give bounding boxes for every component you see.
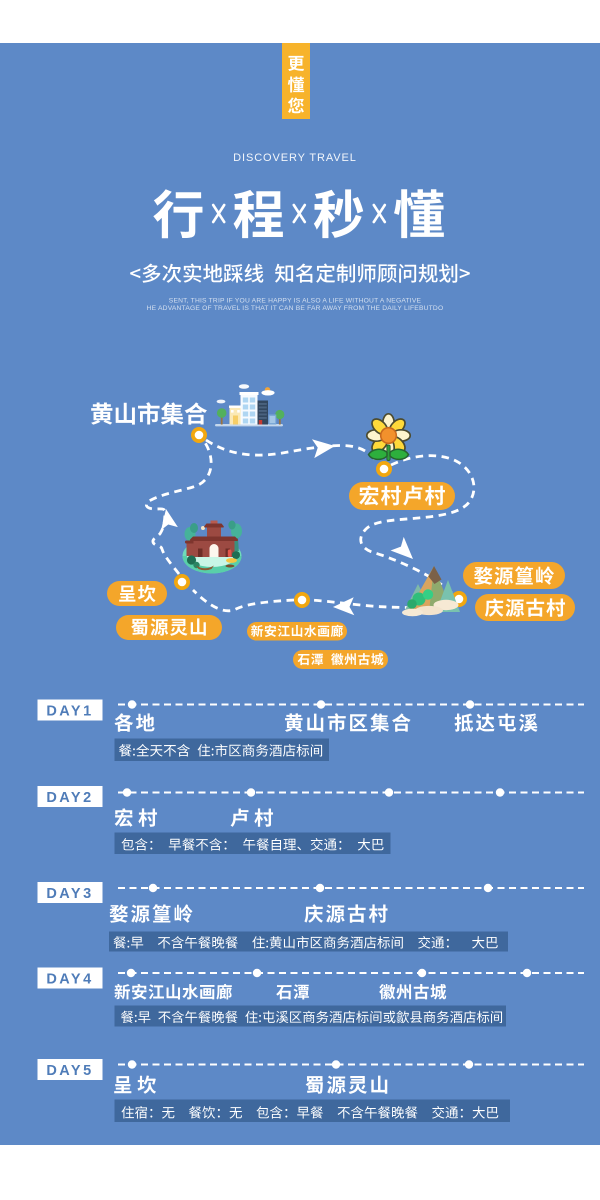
- svg-text:DISCOVERY TRAVEL: DISCOVERY TRAVEL: [233, 152, 357, 164]
- svg-text:SENT, THIS TRIP IF YOU ARE HAP: SENT, THIS TRIP IF YOU ARE HAPPY IS ALSO…: [169, 298, 422, 305]
- svg-text:HE ADVANTAGE OF TRAVEL IS THAT: HE ADVANTAGE OF TRAVEL IS THAT IT CAN BE…: [147, 305, 444, 312]
- svg-text:DAY2: DAY2: [46, 790, 93, 806]
- svg-text:DAY5: DAY5: [46, 1063, 93, 1079]
- svg-text:DAY4: DAY4: [46, 972, 93, 988]
- svg-text:DAY1: DAY1: [46, 704, 93, 720]
- svg-text:DAY3: DAY3: [46, 886, 93, 902]
